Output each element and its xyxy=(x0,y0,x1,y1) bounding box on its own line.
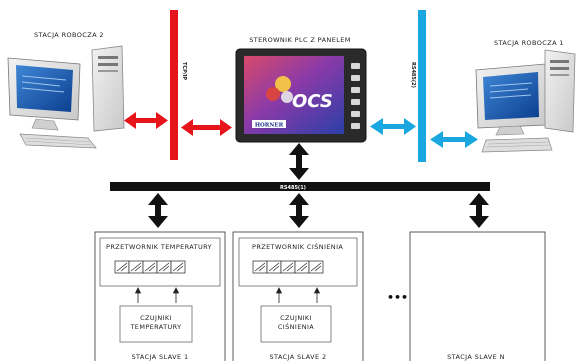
double-arrow-icon xyxy=(181,119,232,136)
brand-badge xyxy=(252,120,286,128)
display-segments xyxy=(114,260,186,274)
display-segments xyxy=(252,260,324,274)
sensor-label-line2: TEMPERATURY xyxy=(129,323,181,331)
rs485-1-bus: RS485(1) xyxy=(110,143,490,228)
tcpip-bus-line xyxy=(170,10,178,160)
workstation-2: STACJA ROBOCZA 2 xyxy=(7,31,125,149)
rs485-2-bus: RS485(2) xyxy=(370,10,478,162)
rs485-1-bus-line xyxy=(110,182,490,191)
transducer-label: PRZETWORNIK CIŚNIENIA xyxy=(252,242,343,251)
double-arrow-icon xyxy=(430,131,478,148)
sensor-label-line1: CZUJNIKI xyxy=(140,314,172,322)
slave-station-1: PRZETWORNIK TEMPERATURY CZUJNIKI TEMPERA… xyxy=(94,231,226,361)
plc-logo-text: OCS xyxy=(292,91,333,112)
slave-station-label: STACJA SLAVE 2 xyxy=(269,353,326,361)
sensor-box xyxy=(260,305,332,343)
plc-keys xyxy=(351,63,360,129)
brand-text: HORNER xyxy=(255,123,284,129)
slave-station-label: STACJA SLAVE 1 xyxy=(131,353,188,361)
sensor-box xyxy=(119,305,193,343)
slave-station-2: PRZETWORNIK CIŚNIENIA CZUJNIKI CIŚNIENIA… xyxy=(232,231,364,361)
rs485-1-bus-label: RS485(1) xyxy=(280,185,306,191)
transducer-label: PRZETWORNIK TEMPERATURY xyxy=(106,243,212,251)
tcpip-bus: TCP/IP xyxy=(124,10,232,160)
sensor-label-line1: CZUJNIKI xyxy=(280,314,312,322)
slave-station-frame xyxy=(409,231,546,361)
computer-icon xyxy=(7,45,125,149)
sensor-label-line2: CIŚNIENIA xyxy=(278,322,314,331)
up-arrow-icon xyxy=(134,287,180,303)
workstation-1-label: STACJA ROBOCZA 1 xyxy=(494,39,564,47)
computer-icon xyxy=(475,49,576,153)
double-arrow-icon xyxy=(289,193,309,228)
ocs-logo-icon xyxy=(266,76,293,103)
plc-label: STEROWNIK PLC Z PANELEM xyxy=(249,36,351,44)
double-arrow-icon xyxy=(469,193,489,228)
double-arrow-icon xyxy=(370,118,416,135)
slave-station-label: STACJA SLAVE N xyxy=(447,353,505,361)
more-stations-ellipsis: •••• xyxy=(387,291,415,304)
plc-panel: STEROWNIK PLC Z PANELEM OCS HORNER xyxy=(235,36,367,143)
up-arrow-icon xyxy=(275,287,321,303)
workstation-2-label: STACJA ROBOCZA 2 xyxy=(34,31,104,39)
double-arrow-icon xyxy=(124,112,168,129)
workstation-1: STACJA ROBOCZA 1 xyxy=(475,39,576,153)
rs485-2-bus-label: RS485(2) xyxy=(410,62,416,88)
tcpip-bus-label: TCP/IP xyxy=(181,62,187,80)
double-arrow-icon xyxy=(289,143,309,180)
double-arrow-icon xyxy=(148,193,168,228)
slave-station-n: STACJA SLAVE N xyxy=(409,231,546,361)
rs485-2-bus-line xyxy=(418,10,426,162)
